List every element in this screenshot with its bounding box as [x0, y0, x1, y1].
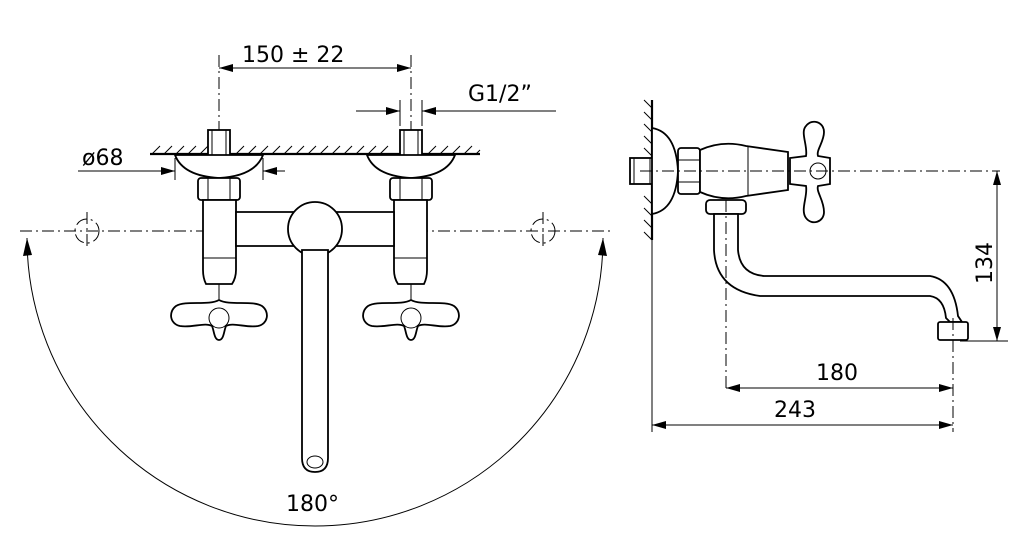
reach-dimension: [726, 384, 953, 392]
overall-label: 243: [774, 398, 816, 423]
side-spout: [713, 213, 964, 323]
left-wall-flange: [173, 154, 265, 179]
left-hex-nut: [197, 177, 241, 201]
right-wall-flange: [365, 154, 457, 179]
right-valve-body: [393, 199, 428, 285]
thread-dimension: [356, 100, 556, 126]
front-wall: [150, 145, 481, 156]
flange-diameter-label: ø68: [82, 146, 123, 171]
centers-dimension: [219, 64, 411, 72]
overall-dimension: [652, 421, 953, 429]
front-view: 180° 150 ± 22 ø68 G1/2”: [20, 43, 612, 527]
left-swivel-marker: [74, 212, 100, 250]
thread-size-label: G1/2”: [468, 82, 532, 107]
reach-label: 180: [816, 361, 858, 386]
front-spout: [301, 249, 329, 473]
right-hex-nut: [389, 177, 433, 201]
left-inlet-stem: [207, 129, 231, 157]
right-cross-handle: [362, 298, 460, 341]
right-inlet-stem: [399, 129, 423, 157]
swivel-arc: [26, 237, 604, 527]
height-label: 134: [973, 242, 998, 284]
swivel-angle-label: 180°: [286, 492, 339, 517]
left-cross-handle: [170, 298, 268, 341]
left-valve-body: [202, 199, 237, 285]
centers-dimension-label: 150 ± 22: [242, 43, 344, 68]
right-swivel-marker: [530, 212, 556, 250]
flange-diameter-dimension: [78, 158, 285, 180]
central-hub: [287, 201, 343, 257]
height-dimension: [993, 171, 1001, 341]
side-view: 134 180 243: [629, 99, 1008, 432]
